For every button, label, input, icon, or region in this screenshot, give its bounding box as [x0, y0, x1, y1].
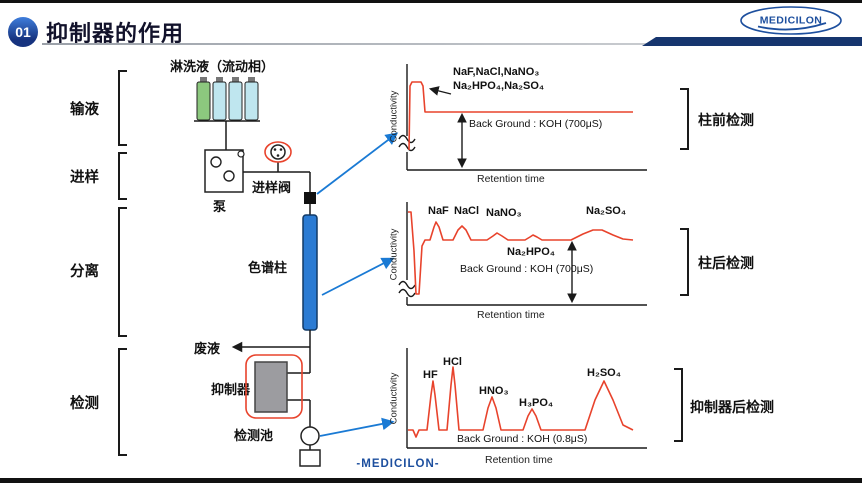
page-title: 抑制器的作用: [46, 21, 185, 46]
chromatogram-trace: [408, 366, 634, 438]
suppressor-highlight-ring: [245, 354, 303, 419]
chart-post-column-plot: [398, 202, 647, 306]
background-note: Back Ground : KOH (700μS): [469, 118, 603, 130]
flow-diagram: [194, 77, 399, 467]
peak-label-na2hpo4: Na₂HPO₄: [507, 246, 556, 258]
peak-label-hf: HF: [423, 369, 438, 381]
chromatogram-trace: [408, 211, 634, 295]
peak-label-nano3: NaNO₃: [486, 207, 522, 219]
suppressor-label: 抑制器: [211, 382, 251, 397]
chart-pre-column-plot: [398, 64, 647, 171]
stage-label-detection: 检测: [70, 396, 99, 412]
chromatogram-trace: [408, 81, 633, 151]
x-axis-label: Retention time: [477, 173, 545, 185]
bracket-pre-column: [680, 88, 689, 150]
bracket-post-column: [680, 228, 689, 296]
eluent-bottles: [194, 77, 260, 150]
peak-label-h2so4: H₂SO₄: [587, 367, 621, 379]
x-axis-label: Retention time: [477, 309, 545, 321]
axes: [406, 64, 647, 171]
chart-post-suppressor-plot: [406, 348, 647, 449]
injection-valve: [264, 141, 292, 163]
separation-column: [302, 214, 318, 331]
medicilon-logo: MEDICILON: [740, 6, 842, 35]
tubing-bottom: [287, 330, 311, 450]
peak-callout-arrow: [428, 86, 452, 96]
chart-pre-column: Conductivity NaF,NaCl,NaNO₃ Na₂HPO₄,Na₂S…: [385, 58, 660, 196]
peak-label-hno3: HNO₃: [479, 385, 509, 397]
stage-bracket-injection: [118, 152, 127, 200]
peak-note-line2: Na₂HPO₄,Na₂SO₄: [453, 80, 545, 92]
valve-highlight-ring: [264, 141, 292, 163]
bracket-label-pre-column: 柱前检测: [698, 112, 754, 128]
stage-label-separation: 分离: [70, 264, 99, 280]
outlet-box: [299, 449, 321, 467]
detection-cell: [300, 426, 320, 446]
injection-valve-label: 进样阀: [252, 180, 292, 195]
waste-label: 废液: [194, 341, 221, 356]
header-divider: [42, 43, 860, 45]
detection-cell-label: 检测池: [234, 428, 274, 443]
chart-post-column: Conductivity NaF NaCl NaNO₃ Na₂HPO₄ Na₂S…: [385, 196, 660, 334]
stage-label-infusion: 输液: [70, 102, 99, 118]
background-note: Back Ground : KOH (700μS): [460, 263, 594, 275]
bracket-label-post-suppressor: 抑制器后检测: [690, 399, 774, 415]
stage-bracket-separation: [118, 207, 127, 337]
pump: [204, 149, 245, 193]
axis-break: [398, 280, 416, 298]
background-note: Back Ground : KOH (0.8μS): [457, 433, 588, 445]
bottle-2: [212, 81, 227, 121]
pump-label: 泵: [213, 199, 227, 214]
bottle-4: [244, 81, 259, 121]
logo-text: MEDICILON: [760, 15, 823, 27]
connector-to-chart-3: [319, 417, 395, 437]
axes: [406, 202, 647, 306]
x-axis-label: Retention time: [485, 454, 553, 466]
peak-label-h3po4: H₃PO₄: [519, 397, 554, 409]
stage-bracket-infusion: [118, 70, 127, 146]
bottle-1: [196, 81, 211, 121]
connector-to-chart-1: [316, 132, 399, 195]
eluent-label: 淋洗液（流动相）: [170, 59, 275, 74]
chart-post-suppressor: Conductivity HF HCl HNO₃ H₃PO₄ H₂SO₄ Bac…: [385, 340, 660, 478]
logo-swoosh: [757, 22, 827, 31]
tubing-top: [243, 162, 311, 215]
peak-label-na2so4: Na₂SO₄: [586, 205, 627, 217]
peak-label-naf: NaF: [428, 205, 449, 217]
chart-connectors: [316, 132, 399, 437]
bottle-3: [228, 81, 243, 121]
axes: [406, 348, 647, 449]
column-label: 色谱柱: [248, 260, 288, 275]
bracket-post-suppressor: [674, 368, 683, 442]
header-accent-bar: [642, 37, 862, 46]
peak-label-nacl: NaCl: [454, 205, 480, 217]
slide-top-border: [0, 0, 862, 3]
axis-break: [398, 134, 416, 152]
stage-label-injection: 进样: [70, 170, 99, 186]
y-axis-label: Conductivity: [388, 228, 400, 281]
peak-label-hcl: HCl: [443, 356, 462, 368]
connector-to-chart-2: [321, 257, 395, 296]
injector-block: [304, 192, 316, 204]
peak-note-line1: NaF,NaCl,NaNO₃: [453, 66, 540, 78]
slide-number-badge: 01: [8, 17, 38, 47]
bracket-label-post-column: 柱后检测: [698, 255, 754, 271]
y-axis-label: Conductivity: [388, 90, 400, 143]
y-axis-label: Conductivity: [388, 372, 400, 425]
slide-bottom-border: [0, 478, 862, 483]
stage-bracket-detection: [118, 348, 127, 456]
footer-brand: -MEDICILON-: [356, 458, 440, 470]
suppressor-box: [254, 361, 288, 413]
